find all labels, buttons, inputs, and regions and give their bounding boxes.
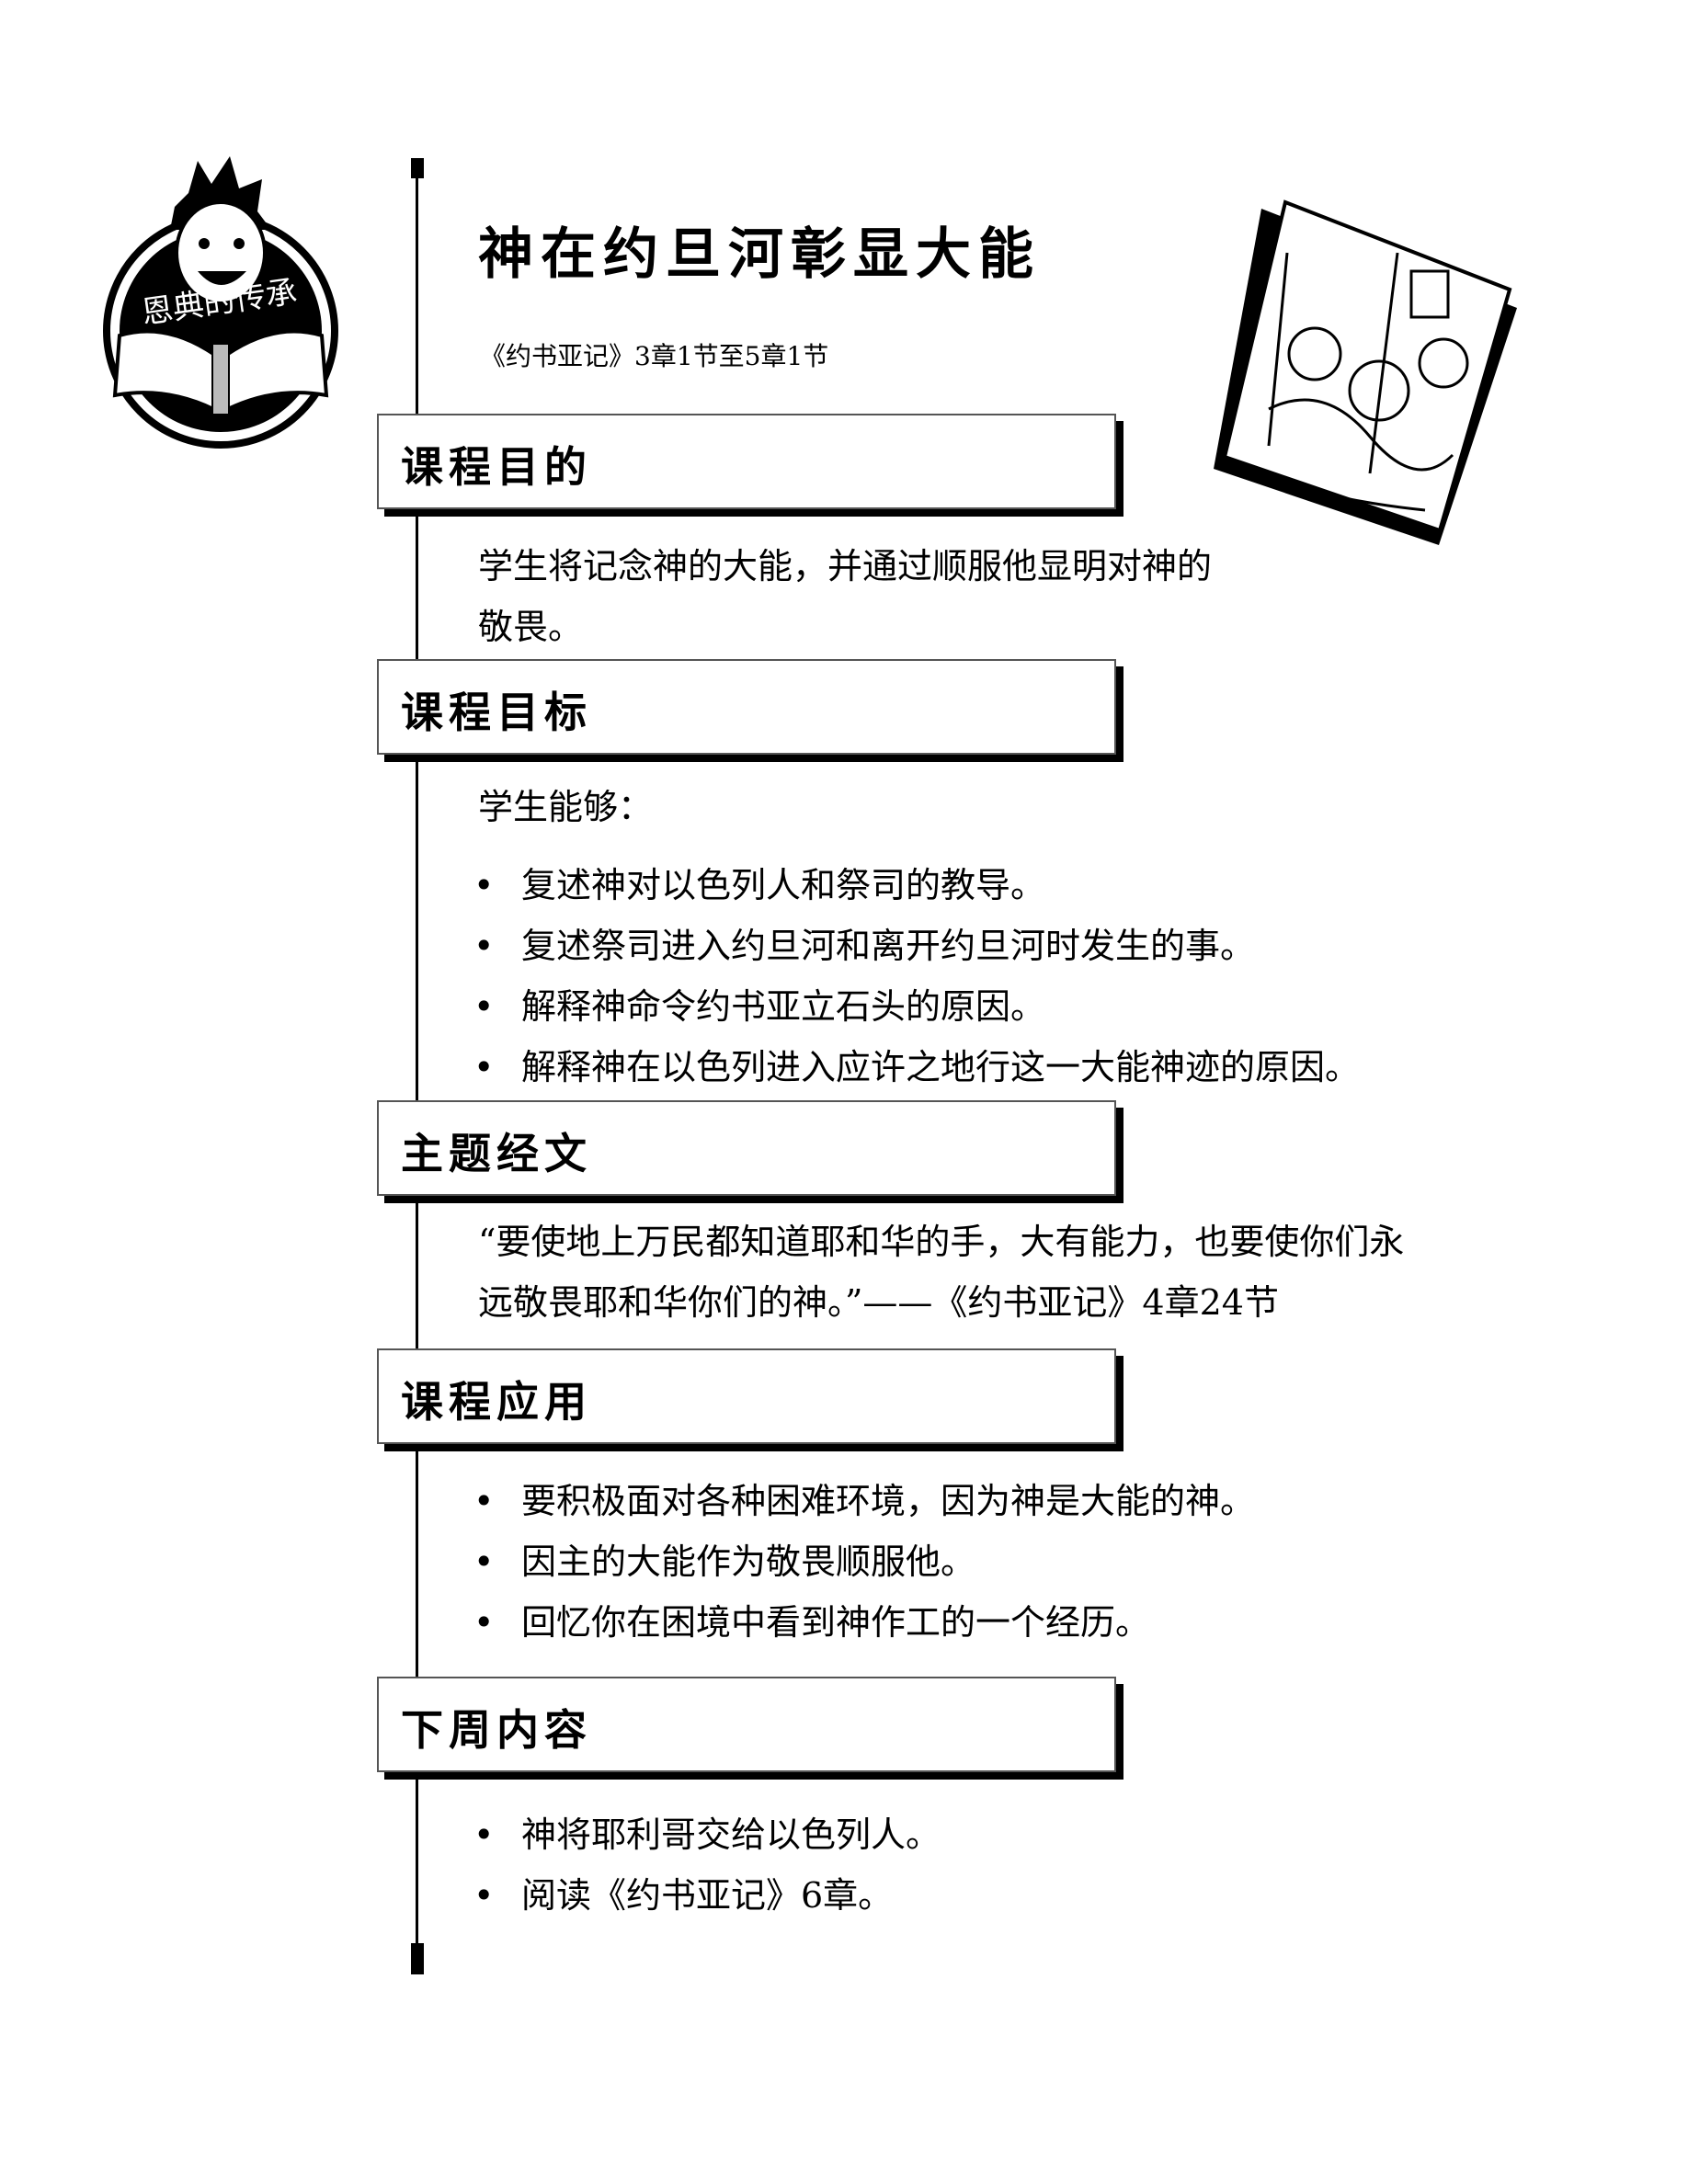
heading-text: 课程目标 [401,688,592,737]
objectives-intro: 学生能够： [478,787,654,827]
list-item: 回忆你在困境中看到神作工的一个经历。 [473,1594,1150,1644]
boy-reading-book-logo-icon: 恩典的传承 [103,156,338,449]
text-line: 敬畏。 [478,607,584,647]
timeline-line [416,161,418,1974]
list-item: 因主的大能作为敬畏顺服他。 [473,1533,975,1584]
heading-text: 主题经文 [401,1129,592,1178]
section-heading-application: 课程应用 [377,1348,1116,1444]
list-item: 复述祭司进入约旦河和离开约旦河时发生的事。 [473,917,1255,968]
key-verse-text: “要使地上万民都知道耶和华的手，大有能力，也要使你们永 远敬畏耶和华你们的神。”… [478,1211,1404,1333]
list-item: 解释神命令约书亚立石头的原因。 [473,978,1045,1029]
text-line: 远敬畏耶和华你们的神。”——《约书亚记》4章24节 [478,1282,1279,1323]
heading-text: 课程应用 [401,1377,592,1427]
heading-text: 下周内容 [401,1705,592,1755]
lesson-title: 神在约旦河彰显大能 [478,222,1041,287]
timeline-top-marker [411,158,424,178]
text-line: “要使地上万民都知道耶和华的手，大有能力，也要使你们永 [478,1222,1405,1262]
section-heading-objectives: 课程目标 [377,659,1116,755]
timeline-bottom-marker [411,1943,424,1974]
list-item: 要积极面对各种困难环境，因为神是大能的神。 [473,1473,1255,1523]
israelites-crossing-jordan-illustration-icon [1214,199,1517,545]
scripture-reference: 《约书亚记》3章1节至5章1节 [480,341,829,371]
list-item: 神将耶利哥交给以色列人。 [473,1806,941,1857]
section-heading-next-week: 下周内容 [377,1677,1116,1772]
section-heading-key-verse: 主题经文 [377,1100,1116,1196]
list-item: 解释神在以色列进入应许之地行这一大能神迹的原因。 [473,1039,1360,1089]
list-item: 复述神对以色列人和祭司的教导。 [473,857,1045,907]
list-item: 阅读《约书亚记》6章。 [473,1867,893,1917]
text-line: 学生将记念神的大能，并通过顺服他显明对神的 [478,546,1213,586]
purpose-text: 学生将记念神的大能，并通过顺服他显明对神的 敬畏。 [478,536,1212,657]
section-heading-purpose: 课程目的 [377,414,1116,509]
heading-text: 课程目的 [401,442,592,492]
